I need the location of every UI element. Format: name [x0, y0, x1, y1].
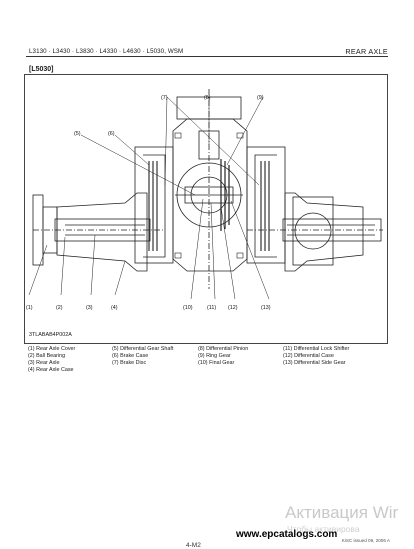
- legend-item: (9) Ring Gear: [198, 352, 231, 359]
- site-watermark: www.epcatalogs.com: [236, 529, 338, 540]
- callout-6: (6): [108, 131, 115, 137]
- callout-7: (7): [161, 95, 168, 101]
- issue-note: KiSC issued 09, 2006 A: [341, 538, 390, 543]
- legend-item: (13) Differential Side Gear: [283, 359, 346, 366]
- figure-code: 3TLABAB4P002A: [29, 332, 72, 338]
- legend-column-4: (11) Differential Lock Shifter (12) Diff…: [283, 346, 349, 367]
- activation-watermark-subtitle: Чтобы активирова: [287, 524, 360, 534]
- callout-1: (1): [26, 305, 33, 311]
- callout-4: (4): [111, 305, 118, 311]
- legend-item: (4) Rear Axle Case: [28, 366, 74, 373]
- rear-axle-drawing: [28, 89, 383, 300]
- callout-9: (9): [257, 95, 264, 101]
- header-model-list: L3130 · L3430 · L3830 · L4330 · L4630 · …: [29, 48, 184, 55]
- legend-item: (10) Final Gear: [198, 359, 235, 366]
- callout-13: (13): [261, 305, 271, 311]
- legend-column-3: (8) Differential Pinion (9) Ring Gear (1…: [198, 346, 248, 367]
- model-tag: [L5030]: [29, 66, 54, 73]
- header-rule: [26, 56, 388, 57]
- legend-column-1: (1) Rear Axle Cover (2) Ball Bearing (3)…: [28, 346, 75, 374]
- callout-5: (5): [74, 131, 81, 137]
- callout-3: (3): [86, 305, 93, 311]
- legend-item: (3) Rear Axle: [28, 359, 60, 366]
- legend-item: (6) Brake Case: [112, 352, 149, 359]
- callout-2: (2): [56, 305, 63, 311]
- callout-12: (12): [228, 305, 238, 311]
- callout-11: (11): [207, 305, 217, 311]
- callout-10: (10): [183, 305, 193, 311]
- legend-item: (2) Ball Bearing: [28, 352, 66, 359]
- rear-axle-cross-section-figure: (7) (8) (9) (5) (6) (1) (2) (3) (4) (10)…: [24, 74, 388, 344]
- callout-8: (8): [204, 95, 211, 101]
- legend-column-2: (5) Differential Gear Shaft (6) Brake Ca…: [112, 346, 173, 367]
- legend-item: (5) Differential Gear Shaft: [112, 346, 174, 352]
- activation-watermark-title: Активация Wir: [285, 503, 399, 522]
- legend-item: (8) Differential Pinion: [198, 346, 249, 352]
- legend-item: (11) Differential Lock Shifter: [283, 346, 350, 352]
- page-number: 4-M2: [186, 542, 201, 549]
- legend-item: (1) Rear Axle Cover: [28, 346, 76, 352]
- legend-item: (12) Differential Case: [283, 352, 334, 359]
- header-section-title: REAR AXLE: [345, 47, 388, 56]
- legend-item: (7) Brake Disc: [112, 359, 147, 366]
